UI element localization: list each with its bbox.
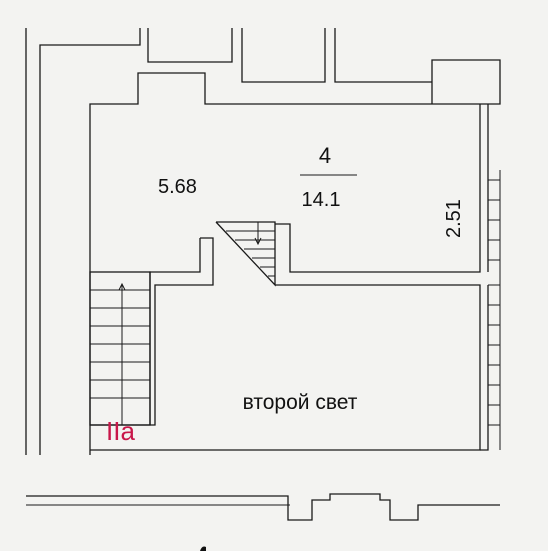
dimension-width: 5.68 bbox=[158, 176, 197, 198]
bottom-contour bbox=[26, 493, 500, 521]
room-4-walls bbox=[89, 59, 501, 455]
level-label: IIa bbox=[106, 416, 135, 446]
facade-ticks bbox=[488, 170, 501, 450]
outer-walls bbox=[25, 28, 432, 455]
room-area: 14.1 bbox=[302, 189, 341, 211]
dimension-height: 2.51 bbox=[443, 199, 465, 238]
cut-mark bbox=[200, 546, 206, 551]
upper-stair bbox=[215, 221, 276, 287]
room-number: 4 bbox=[319, 143, 331, 168]
lower-stair bbox=[89, 271, 151, 426]
double-height-label: второй свет bbox=[243, 391, 358, 414]
